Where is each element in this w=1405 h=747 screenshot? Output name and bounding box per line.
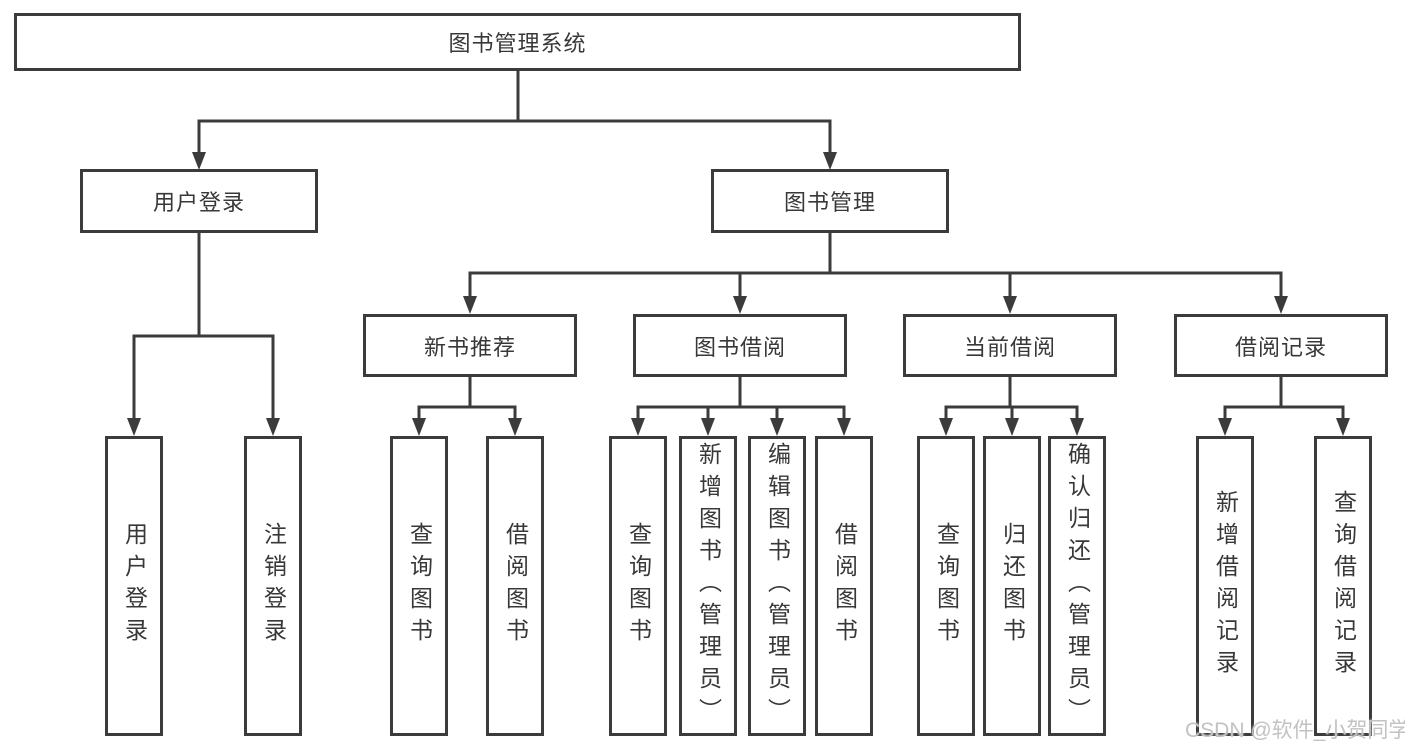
node-leaf-add-book-admin: 新增图书（管理员） (679, 436, 737, 736)
connector-user-login-branch (132, 229, 275, 422)
node-leaf-add-book-admin-label: 新增图书（管理员） (695, 442, 722, 730)
node-root-label: 图书管理系统 (448, 31, 587, 56)
arrow-down-icon (1218, 418, 1232, 436)
watermark: CSDN @软件_小贺同学 (1185, 719, 1405, 742)
arrow-down-icon (1003, 296, 1017, 314)
node-leaf-return-books: 归还图书 (983, 436, 1041, 736)
node-leaf-borrow-books-recommend: 借阅图书 (486, 436, 544, 736)
node-leaf-logout-label: 注销登录 (260, 522, 287, 650)
arrow-down-icon (266, 418, 280, 436)
node-book-management-label: 图书管理 (783, 190, 876, 215)
arrow-down-icon (412, 418, 426, 436)
connector-book-management-branch (468, 229, 1283, 300)
node-leaf-borrow-books-recommend-label: 借阅图书 (502, 522, 529, 650)
arrow-down-icon (837, 418, 851, 436)
node-leaf-user-login-action: 用户登录 (105, 436, 163, 736)
node-leaf-borrow-books: 借阅图书 (815, 436, 873, 736)
node-leaf-borrow-books-label: 借阅图书 (831, 522, 858, 650)
arrow-down-icon (508, 418, 522, 436)
node-leaf-edit-book-admin: 编辑图书（管理员） (748, 436, 806, 736)
node-leaf-query-books-borrow-label: 查询图书 (625, 522, 652, 650)
node-leaf-return-books-label: 归还图书 (999, 522, 1026, 650)
connector-book-borrow-branch (636, 372, 846, 422)
node-current-borrow: 当前借阅 (903, 314, 1117, 377)
arrow-down-icon (1005, 418, 1019, 436)
arrow-down-icon (733, 296, 747, 314)
connector-borrow-records-branch (1223, 372, 1345, 422)
node-new-book-recommend-label: 新书推荐 (423, 334, 516, 360)
arrow-down-icon (1070, 418, 1084, 436)
node-leaf-add-borrow-record: 新增借阅记录 (1196, 436, 1254, 736)
node-leaf-user-login-action-label: 用户登录 (121, 522, 148, 650)
connector-paths (132, 67, 1345, 422)
node-leaf-add-borrow-record-label: 新增借阅记录 (1212, 490, 1239, 682)
arrow-down-icon (701, 418, 715, 436)
connector-root-to-level2 (197, 67, 832, 156)
connector-current-borrow-branch (944, 372, 1079, 422)
node-borrow-records-label: 借阅记录 (1234, 334, 1327, 360)
arrow-down-icon (1274, 296, 1288, 314)
node-new-book-recommend: 新书推荐 (363, 314, 577, 377)
node-leaf-logout: 注销登录 (244, 436, 302, 736)
arrow-down-icon (823, 152, 837, 170)
node-leaf-query-books-borrow: 查询图书 (609, 436, 667, 736)
node-current-borrow-label: 当前借阅 (963, 334, 1056, 360)
node-leaf-query-books-current-label: 查询图书 (933, 522, 960, 650)
arrow-down-icon (1336, 418, 1350, 436)
node-book-management: 图书管理 (711, 169, 949, 233)
node-root: 图书管理系统 (14, 13, 1021, 71)
node-user-login-label: 用户登录 (152, 190, 245, 215)
arrow-down-icon (192, 152, 206, 170)
node-user-login: 用户登录 (80, 169, 318, 233)
arrowheads (127, 152, 1350, 436)
connector-new-book-branch (417, 372, 517, 422)
node-leaf-query-borrow-record: 查询借阅记录 (1314, 436, 1372, 736)
node-leaf-query-books-recommend: 查询图书 (390, 436, 448, 736)
node-book-borrow: 图书借阅 (633, 314, 847, 377)
node-leaf-confirm-return-admin: 确认归还（管理员） (1048, 436, 1106, 736)
node-borrow-records: 借阅记录 (1174, 314, 1388, 377)
arrow-down-icon (770, 418, 784, 436)
arrow-down-icon (939, 418, 953, 436)
node-leaf-edit-book-admin-label: 编辑图书（管理员） (764, 442, 791, 730)
node-leaf-query-books-recommend-label: 查询图书 (406, 522, 433, 650)
arrow-down-icon (127, 418, 141, 436)
arrow-down-icon (463, 296, 477, 314)
node-book-borrow-label: 图书借阅 (693, 334, 786, 360)
node-leaf-query-books-current: 查询图书 (917, 436, 975, 736)
arrow-down-icon (631, 418, 645, 436)
node-leaf-confirm-return-admin-label: 确认归还（管理员） (1064, 442, 1091, 730)
node-leaf-query-borrow-record-label: 查询借阅记录 (1330, 490, 1357, 682)
